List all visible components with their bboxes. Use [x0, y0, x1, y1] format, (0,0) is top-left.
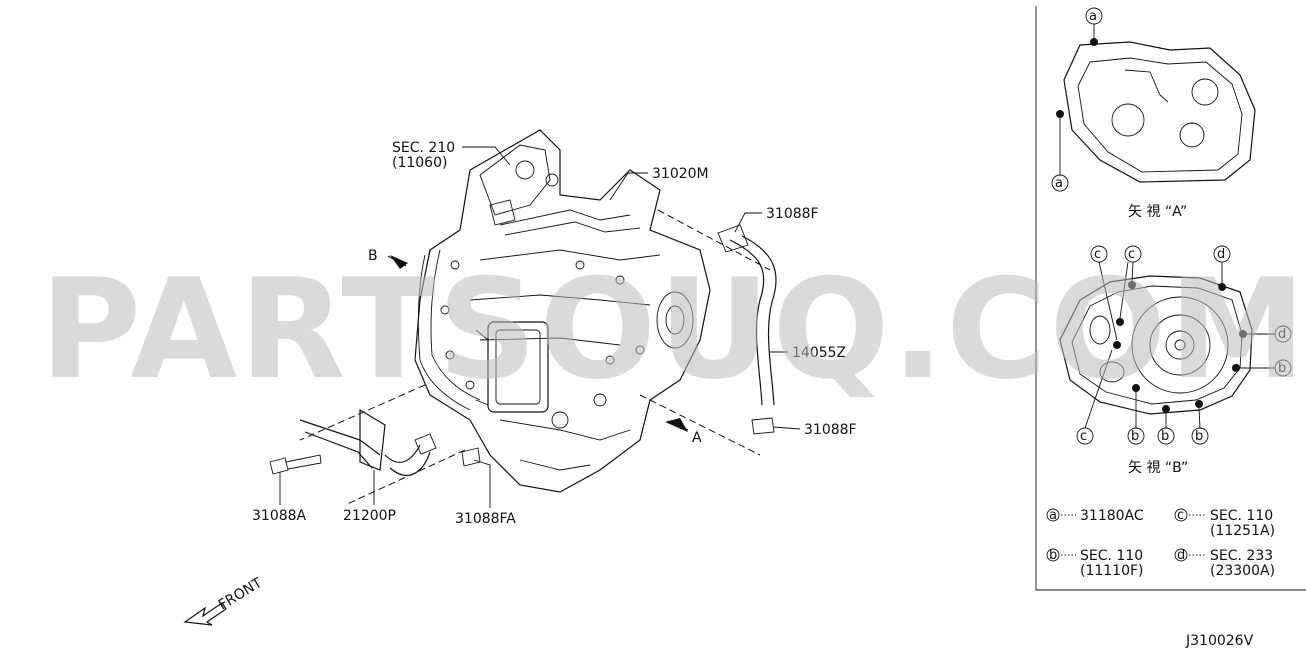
- view-b-callouts: c c d d b c b b: [1076, 245, 1292, 445]
- marker-c-3: c: [1080, 429, 1087, 444]
- view-arrow-b: B: [368, 248, 408, 269]
- part-labels: SEC. 210 (11060) 31020M 31088F 14055Z 31…: [252, 140, 857, 527]
- view-arrow-a: A: [665, 418, 702, 446]
- label-31088FA: 31088FA: [455, 511, 516, 527]
- marker-b-1: b: [1278, 361, 1286, 376]
- label-sec210-line1: SEC. 210: [392, 140, 455, 156]
- legend-text-b-1: SEC. 110: [1080, 548, 1143, 564]
- label-sec210-line2: (11060): [392, 155, 447, 171]
- legend-item-d: d SEC. 233 (23300A): [1174, 548, 1275, 579]
- marker-c-2: c: [1128, 247, 1135, 262]
- label-14055Z: 14055Z: [792, 345, 846, 361]
- dashed-guides: [299, 209, 771, 506]
- legend-marker-a: a: [1049, 508, 1057, 523]
- legend-marker-d: d: [1177, 548, 1185, 563]
- legend-item-b: b SEC. 110 (11110F): [1046, 548, 1144, 579]
- legend-text-d-1: SEC. 233: [1210, 548, 1273, 564]
- watermark: PARTSOUQ.COM: [40, 249, 1306, 410]
- marker-a-left: a: [1055, 176, 1063, 191]
- front-arrow: FRONT: [183, 575, 266, 626]
- legend-marker-b: b: [1049, 548, 1057, 563]
- label-31020M: 31020M: [652, 166, 709, 182]
- diagram-code: J310026V: [1185, 633, 1254, 649]
- view-a-letter: A: [692, 430, 702, 446]
- view-a-caption: 矢 視 “A”: [1128, 204, 1187, 220]
- legend-text-c-1: SEC. 110: [1210, 508, 1273, 524]
- legend-text-a: 31180AC: [1080, 508, 1144, 524]
- view-b-caption: 矢 視 “B”: [1128, 460, 1188, 476]
- legend-marker-c: c: [1177, 508, 1184, 523]
- legend-item-a: a 31180AC: [1046, 508, 1144, 524]
- housing-bolts: [440, 260, 645, 390]
- marker-b-3: b: [1161, 429, 1169, 444]
- label-31088F-top: 31088F: [766, 206, 819, 222]
- marker-b-4: b: [1195, 429, 1203, 444]
- legend-text-d-2: (23300A): [1210, 563, 1275, 579]
- hose-14055Z: [717, 224, 777, 435]
- marker-a-top: a: [1089, 9, 1097, 24]
- marker-d-2: d: [1278, 327, 1286, 342]
- transmission-assembly: [414, 129, 711, 493]
- view-b-drawing: c c d d b c b b: [1059, 245, 1292, 445]
- label-31088F-bottom: 31088F: [804, 422, 857, 438]
- legend: a 31180AC c SEC. 110 (11251A) b SEC. 110…: [1046, 508, 1275, 579]
- pipe-21200P: [269, 408, 481, 477]
- view-a-drawing: a a: [1051, 7, 1256, 192]
- label-31088A: 31088A: [252, 508, 307, 524]
- marker-c-1: c: [1094, 247, 1101, 262]
- front-label: FRONT: [216, 575, 266, 614]
- view-b-letter: B: [368, 248, 378, 264]
- legend-text-c-2: (11251A): [1210, 523, 1275, 539]
- marker-b-2: b: [1131, 429, 1139, 444]
- legend-text-b-2: (11110F): [1080, 563, 1144, 579]
- inset-panel: a a 矢 視 “A”: [1035, 6, 1306, 591]
- marker-d-1: d: [1217, 247, 1225, 262]
- legend-item-c: c SEC. 110 (11251A): [1174, 508, 1275, 539]
- label-21200P: 21200P: [343, 508, 396, 524]
